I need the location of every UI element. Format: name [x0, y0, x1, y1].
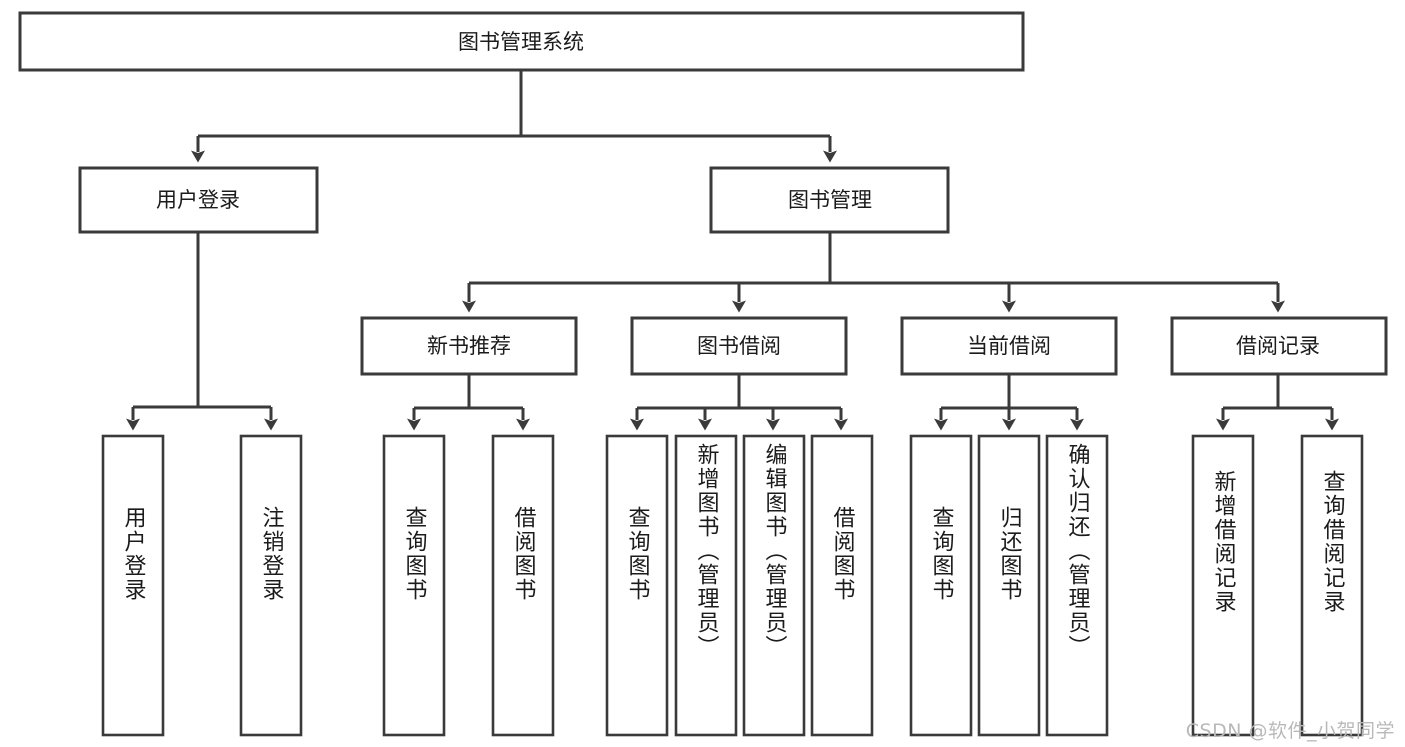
- node-borrow-record[interactable]: 借阅记录: [1170, 316, 1388, 376]
- leaf-user-login[interactable]: [101, 434, 165, 737]
- node-user-login[interactable]: 用户登录: [78, 166, 319, 234]
- leaf-edit-book[interactable]: [742, 434, 806, 737]
- leaf-query-book-3[interactable]: [909, 434, 973, 737]
- node-new-book-recommend-label: 新书推荐: [427, 334, 511, 358]
- node-current-borrow[interactable]: 当前借阅: [900, 316, 1118, 376]
- leaf-return-book[interactable]: [977, 434, 1041, 737]
- connector-borrowrecord-to-leaves: [1216, 374, 1339, 431]
- node-book-management-label: 图书管理: [788, 188, 872, 212]
- leaf-user-logout[interactable]: [239, 434, 303, 737]
- leaf-query-book-2[interactable]: [605, 434, 669, 737]
- connector-bookmgmt-to-level3: [462, 232, 1285, 313]
- node-borrow-record-label: 借阅记录: [1236, 334, 1320, 358]
- leaf-query-record[interactable]: [1300, 434, 1364, 737]
- leaf-add-record[interactable]: [1191, 434, 1255, 737]
- connector-bookborrow-to-leaves: [630, 374, 848, 431]
- connector-root-to-level2: [191, 70, 837, 163]
- node-new-book-recommend[interactable]: 新书推荐: [360, 316, 578, 376]
- leaf-confirm-return[interactable]: [1045, 434, 1109, 737]
- node-current-borrow-label: 当前借阅: [967, 334, 1051, 358]
- watermark-text: CSDN @软件_小贺同学: [1185, 720, 1395, 742]
- connector-newbook-to-leaves: [407, 374, 530, 431]
- node-root-label: 图书管理系统: [458, 30, 584, 54]
- node-book-borrow[interactable]: 图书借阅: [630, 316, 848, 376]
- node-book-management[interactable]: 图书管理: [709, 166, 950, 234]
- leaf-borrow-book-1[interactable]: [491, 434, 555, 737]
- leaf-borrow-book-2[interactable]: [810, 434, 874, 737]
- connector-currentborrow-to-leaves: [934, 374, 1084, 431]
- node-book-borrow-label: 图书借阅: [697, 334, 781, 358]
- leaf-query-book-1[interactable]: [382, 434, 446, 737]
- leaf-add-book[interactable]: [674, 434, 738, 737]
- node-user-login-label: 用户登录: [156, 188, 240, 212]
- connector-userlogin-to-leaves: [126, 232, 278, 431]
- node-root[interactable]: 图书管理系统: [18, 11, 1025, 72]
